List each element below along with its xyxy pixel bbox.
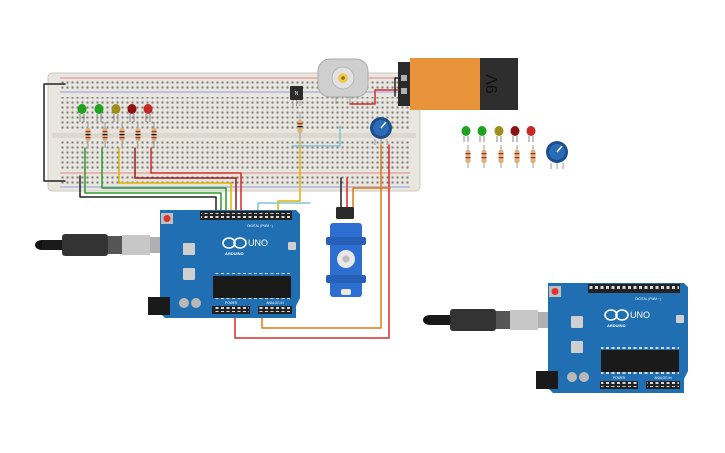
transistor[interactable]: N [290, 86, 303, 106]
led-green-1[interactable] [77, 104, 87, 122]
usb-cable-spare [423, 309, 550, 331]
wire-yellow-transistor[interactable] [277, 141, 301, 213]
wire-red-power[interactable] [234, 144, 390, 339]
wire-darkred-1[interactable] [134, 147, 237, 213]
palette-led-red[interactable] [526, 126, 536, 142]
wire-black-battery[interactable] [394, 77, 399, 97]
battery-9v[interactable]: 9V [398, 58, 518, 110]
resistor-2[interactable] [102, 122, 108, 148]
servo-motor[interactable] [326, 207, 366, 297]
breadboard[interactable] [47, 72, 421, 192]
led-green-2[interactable] [94, 104, 104, 122]
arduino-logo-spare [604, 309, 629, 321]
palette-potentiometer[interactable] [546, 141, 568, 169]
resistor-3[interactable] [119, 122, 125, 148]
arduino-spare-power-label: POWER [613, 376, 626, 380]
battery-label: 9V [484, 74, 501, 94]
resistor-1[interactable] [85, 122, 91, 148]
wire-orange-servo[interactable] [261, 144, 382, 329]
wire-lightblue[interactable] [291, 125, 341, 147]
palette-resistor-4[interactable] [514, 145, 520, 168]
wire-black-gnd[interactable] [79, 175, 217, 213]
arduino-spare-model: UNO [630, 310, 650, 320]
wire-yellow-1[interactable] [118, 147, 232, 213]
palette-resistor-2[interactable] [481, 145, 487, 168]
palette-led-red-dark[interactable] [510, 126, 520, 142]
dc-motor[interactable] [317, 58, 369, 104]
potentiometer[interactable] [370, 117, 392, 145]
wire-green-1[interactable] [84, 147, 222, 213]
palette-resistors [465, 145, 536, 168]
palette-led-green-2[interactable] [477, 126, 487, 142]
palette-resistor-3[interactable] [498, 145, 504, 168]
arduino-spare-analog-label: ANALOG IN [654, 376, 672, 380]
palette-resistor-5[interactable] [530, 145, 536, 168]
arduino-main-digital-label: DIGITAL (PWM ~) [247, 224, 273, 228]
usb-cable-main [35, 234, 162, 256]
wires [43, 77, 399, 339]
arduino-main-power-label: POWER [225, 301, 238, 305]
led-red-dark[interactable] [127, 104, 137, 122]
led-group [77, 104, 153, 122]
palette-leds [461, 126, 536, 142]
led-yellow[interactable] [111, 104, 121, 122]
palette-led-green-1[interactable] [461, 126, 471, 142]
led-red[interactable] [143, 104, 153, 122]
arduino-uno-spare[interactable]: DIGITAL (PWM ~) UNO ARDUINO POWER ANALOG… [423, 283, 688, 393]
arduino-logo-main [222, 237, 247, 249]
palette-led-yellow[interactable] [494, 126, 504, 142]
wire-red-1[interactable] [150, 147, 242, 213]
transistor-label: N [295, 91, 299, 97]
wire-lightblue-2[interactable] [257, 202, 311, 213]
palette-resistor-1[interactable] [465, 145, 471, 168]
wire-green-2[interactable] [101, 147, 227, 213]
wire-black-left[interactable] [43, 83, 66, 182]
arduino-spare-digital-label: DIGITAL (PWM ~) [635, 297, 661, 301]
wire-orange-servo-lead[interactable] [352, 187, 391, 208]
resistor-5[interactable] [151, 122, 157, 148]
arduino-uno-main[interactable]: DIGITAL (PWM ~) UNO ARDUINO POWER ANALOG… [35, 210, 300, 318]
arduino-main-brand: ARDUINO [225, 251, 244, 256]
resistor-4[interactable] [135, 122, 141, 148]
resistor-group [85, 122, 157, 148]
resistor-transistor[interactable] [297, 112, 303, 142]
arduino-spare-brand: ARDUINO [607, 323, 626, 328]
arduino-main-model: UNO [248, 238, 268, 248]
arduino-main-analog-label: ANALOG IN [266, 301, 284, 305]
wire-red-motor[interactable] [349, 89, 399, 105]
